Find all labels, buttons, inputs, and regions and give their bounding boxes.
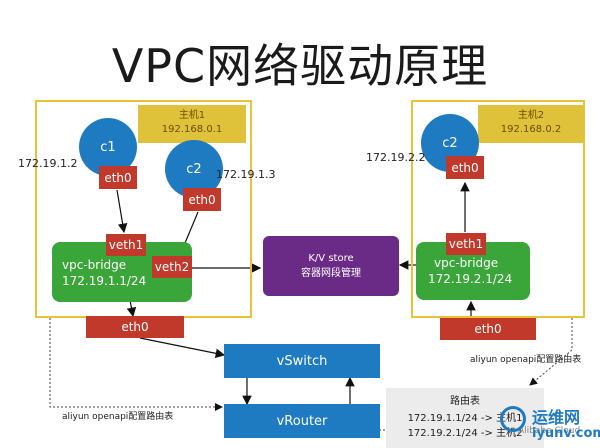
host1-bridge-cidr: 172.19.1.1/24: [62, 274, 147, 288]
arrow-bridge-to-eth0: [126, 299, 137, 318]
host1-label-ip: 192.168.0.1: [161, 124, 223, 135]
route-table-row: 172.19.2.1/24 -> 主机2: [407, 428, 523, 439]
site-watermark: 运维网 iyunv.com: [500, 402, 600, 448]
host2-label-ip: 192.168.0.2: [500, 124, 562, 135]
host1-eth0: eth0: [86, 316, 184, 338]
kv-store-subtitle: 容器网段管理: [301, 268, 361, 279]
host1-label-name: 主机1: [178, 110, 206, 121]
host1-veth2: veth2: [152, 256, 192, 278]
host1-label: 主机1 192.168.0.1: [138, 105, 246, 143]
site-url: iyunv.com: [532, 426, 600, 441]
host1-c1-ip: 172.19.1.2: [18, 157, 78, 170]
host1-c1-eth0: eth0: [99, 166, 137, 189]
host2-label-name: 主机2: [517, 110, 545, 121]
host2-box: [411, 100, 585, 318]
host2-veth1: veth1: [446, 233, 486, 255]
dotted-left-openapi: [49, 318, 223, 411]
route-table: 路由表 172.19.1.1/24 -> 主机1 172.19.2.1/24 -…: [386, 388, 544, 448]
host2-bridge-cidr: 172.19.2.1/24: [428, 272, 513, 286]
page-title: VPC网络驱动原理: [111, 39, 489, 93]
host2-c2-eth0: eth0: [446, 156, 484, 179]
host2-bridge-name: vpc-bridge: [434, 256, 499, 270]
host1-c2-ip: 172.19.1.3: [216, 168, 276, 181]
site-logo-icon: [500, 406, 526, 432]
host1-bridge-name: vpc-bridge: [62, 258, 127, 272]
left-openapi-note: aliyun openapi配置路由表: [62, 412, 174, 422]
host2-eth0: eth0: [440, 318, 536, 340]
dotted-right-openapi: [529, 318, 573, 386]
vswitch: vSwitch: [224, 344, 380, 378]
host2-label: 主机2 192.168.0.2: [478, 105, 584, 143]
route-table-row: 172.19.1.1/24 -> 主机1: [407, 413, 523, 424]
kv-store-title: K/V store: [308, 253, 354, 264]
host1-c2-eth0: eth0: [183, 188, 221, 211]
host2-c2-ip: 172.19.2.2: [366, 151, 426, 164]
route-table-title: 路由表: [450, 396, 480, 407]
alibaba-watermark: Alibaba Cloud: [518, 426, 581, 436]
kv-store: K/V store 容器网段管理: [263, 236, 399, 296]
vrouter: vRouter: [224, 404, 380, 438]
arrow-c1-to-veth1: [116, 189, 128, 234]
host1-veth1: veth1: [106, 234, 146, 256]
arrow-eth0-to-vswitch: [139, 337, 226, 359]
site-name: 运维网: [532, 408, 581, 427]
right-openapi-note: aliyun openapi配置路由表: [470, 355, 582, 365]
